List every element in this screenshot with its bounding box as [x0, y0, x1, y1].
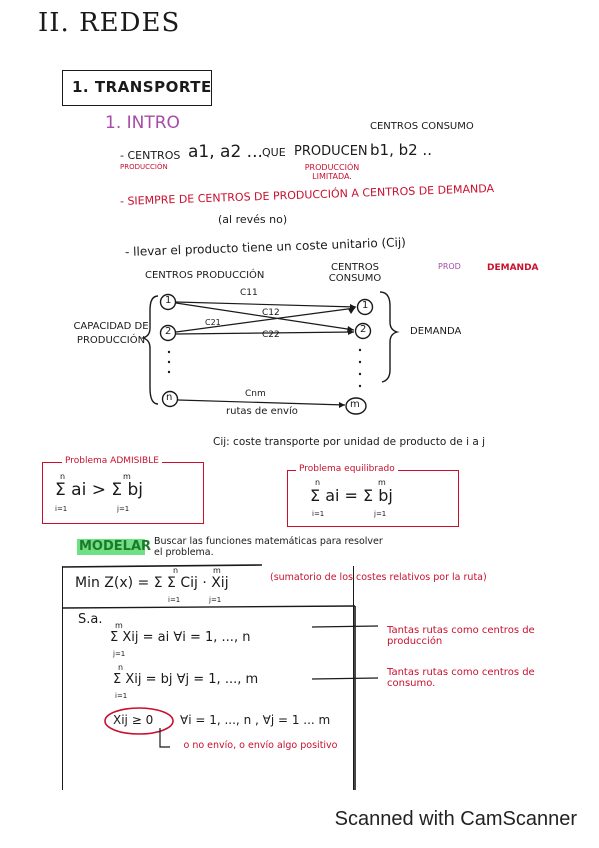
admissible-sum-j-top: m	[123, 472, 131, 481]
demanda-annotation: DEMANDA	[487, 263, 539, 273]
edge-label-c12: C12	[262, 308, 280, 318]
nonnegativity-circle	[104, 707, 174, 735]
intro-produccion-sub: PRODUCCIÓN	[120, 163, 168, 171]
network-cons-header: CENTROS CONSUMO	[328, 262, 382, 284]
node-left-1	[159, 293, 177, 311]
routes-label: rutas de envío	[226, 406, 298, 417]
intro-limitada: PRODUCCIÓN LIMITADA.	[304, 163, 360, 181]
balanced-sum-i-top: n	[315, 478, 321, 487]
scanner-footer: Scanned with CamScanner	[0, 790, 599, 848]
section-box	[62, 70, 212, 106]
c2-sum-low: i=1	[115, 692, 128, 700]
node-left-2-label: 2	[165, 326, 172, 337]
modelar-highlight	[77, 539, 145, 555]
intro-a-vars: a1, a2 ...	[188, 142, 263, 162]
objective-function: Min Z(x) = Σ Σ Cij · Xij	[75, 575, 229, 591]
admissible-formula: Σ ai > Σ bj	[55, 480, 143, 500]
capacidad-label: CAPACIDAD DE PRODUCCIÓN	[73, 321, 149, 346]
admissible-title: Problema ADMISIBLE	[62, 456, 162, 466]
admissible-sum-i-top: n	[60, 472, 66, 481]
constraint-nonnegative-domain: ∀i = 1, ..., n , ∀j = 1 ... m	[180, 713, 331, 727]
page-title: II. REDES	[38, 8, 181, 38]
node-right-1-label: 1	[362, 300, 369, 311]
constraint-demand-note: Tantas rutas como centros de consumo.	[387, 667, 535, 689]
constraint-supply: Σ Xij = ai ∀i = 1, ..., n	[110, 630, 251, 645]
nonnegative-note: o no envío, o envío algo positivo	[183, 740, 338, 751]
balanced-formula: Σ ai = Σ bj	[310, 486, 393, 505]
edge-label-c21: C21	[205, 318, 221, 327]
subsection-title: 1. INTRO	[105, 113, 180, 133]
intro-b-vars: b1, b2 ..	[370, 141, 432, 159]
balanced-title: Problema equilibrado	[296, 464, 398, 474]
constraint-demand: Σ Xij = bj ∀j = 1, ..., m	[113, 672, 259, 687]
node-right-2-label: 2	[360, 324, 367, 335]
intro-consumo-label: CENTROS CONSUMO	[370, 121, 474, 132]
c1-sum-top: m	[115, 621, 123, 630]
network-prod-header: CENTROS PRODUCCIÓN	[145, 270, 265, 281]
node-left-1-label: 1	[165, 295, 172, 306]
node-right-1	[356, 298, 374, 316]
scanned-page: II. REDES 1. TRANSPORTE 1. INTRO CENTROS…	[38, 8, 539, 800]
objective-sum-j: j=1	[209, 596, 222, 604]
cij-definition: Cij: coste transporte por unidad de prod…	[213, 436, 486, 448]
objective-sum-m: m	[213, 566, 221, 575]
edge-label-c22: C22	[262, 330, 280, 340]
modelar-label: MODELAR	[79, 539, 152, 554]
intro-producen: PRODUCEN	[294, 144, 368, 159]
modelar-description: Buscar las funciones matemáticas para re…	[154, 536, 383, 558]
node-right-2	[354, 322, 372, 340]
intro-centros: - CENTROS	[120, 149, 181, 162]
prod-annotation: PROD	[438, 262, 461, 271]
transport-network	[140, 291, 400, 415]
camscanner-watermark: Scanned with CamScanner	[334, 808, 577, 830]
objective-sum-n: n	[173, 566, 179, 575]
admissible-sum-j-low: j=1	[117, 505, 130, 513]
intro-al-reves: (al revés no)	[218, 213, 288, 226]
section-title: 1. TRANSPORTE	[72, 78, 212, 96]
subject-to: S.a.	[78, 612, 103, 627]
demanda-brace-label: DEMANDA	[410, 326, 462, 337]
edge-label-c11: C11	[240, 288, 258, 298]
node-left-2	[159, 324, 177, 342]
node-right-m	[345, 397, 367, 415]
intro-que: QUE	[262, 146, 286, 159]
model-box-top	[61, 564, 356, 800]
admissible-sum-i-low: i=1	[55, 505, 68, 513]
note-connectors	[104, 625, 379, 748]
constraint-nonnegative: Xij ≥ 0	[113, 713, 154, 727]
edge-label-cnm: Cnm	[245, 389, 266, 399]
objective-sum-i: i=1	[168, 596, 181, 604]
c2-sum-top: n	[118, 663, 124, 672]
node-right-m-label: m	[350, 399, 360, 410]
node-left-n-label: n	[166, 392, 173, 403]
constraint-supply-note: Tantas rutas como centros de producción	[387, 625, 535, 647]
c1-sum-low: j=1	[113, 650, 126, 658]
objective-note: (sumatorio de los costes relativos por l…	[270, 572, 487, 583]
node-left-n	[161, 390, 179, 408]
balanced-sum-j-low: j=1	[374, 510, 387, 518]
balanced-sum-j-top: m	[378, 478, 386, 487]
balanced-sum-i-low: i=1	[312, 510, 325, 518]
